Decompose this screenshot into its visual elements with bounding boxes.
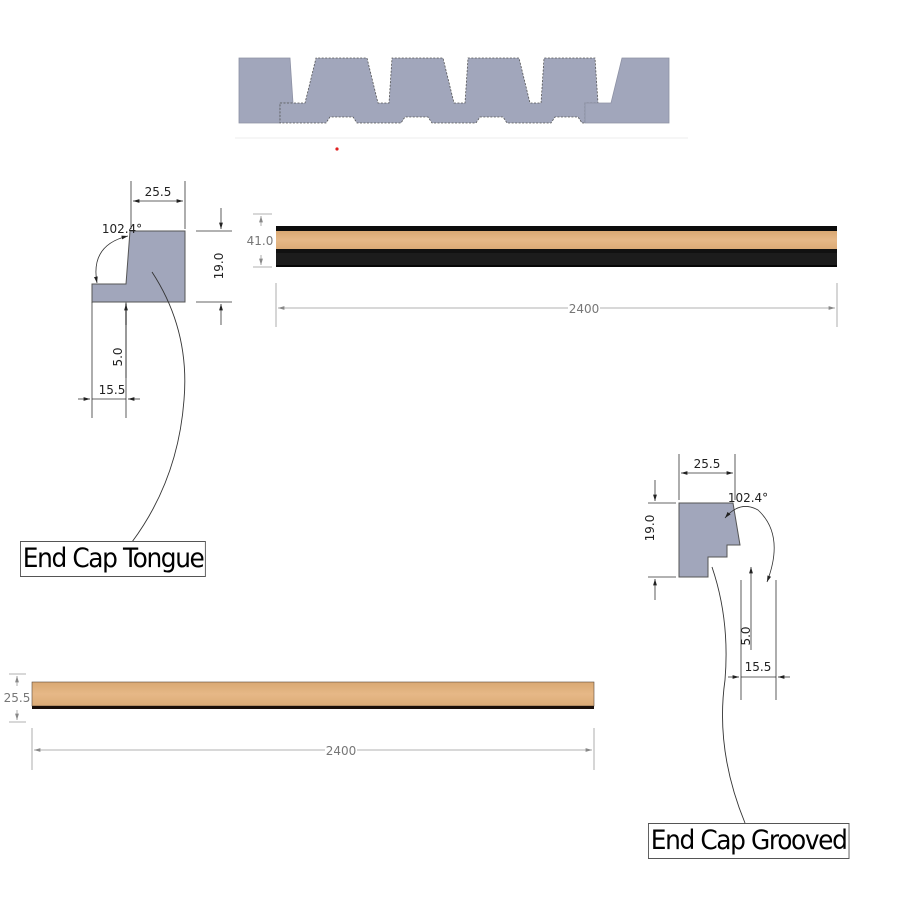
slat-thickness-dim: 25.5 [4, 691, 31, 705]
grooved-leader-line [711, 566, 746, 824]
tongue-angle-dim: 102.4° [102, 222, 142, 236]
groove-offset-dim: 5.0 [739, 626, 753, 645]
tongue-offset-dim: 5.0 [111, 347, 125, 366]
grooved-width-dim: 25.5 [694, 457, 721, 471]
end-cap-grooved-drawing: 25.5 19.0 102.4° 5.0 15.5 [643, 454, 790, 824]
groove-depth-dim: 15.5 [745, 660, 772, 674]
panel-side-view: 41.0 2400 [247, 213, 838, 327]
tongue-leader-line [131, 271, 186, 543]
slat-length-dim: 2400 [326, 744, 357, 758]
panel-thickness-dim: 41.0 [247, 234, 274, 248]
panel-length-dim: 2400 [569, 302, 600, 316]
end-cap-tongue-label: End Cap Tongue [20, 541, 207, 577]
tongue-length-dim: 15.5 [99, 383, 126, 397]
slat-side-view: 25.5 2400 [4, 673, 595, 770]
origin-marker [335, 147, 339, 151]
tongue-height-dim: 19.0 [212, 253, 226, 280]
tongue-width-dim: 25.5 [145, 185, 172, 199]
grooved-angle-dim: 102.4° [728, 491, 768, 505]
end-cap-tongue-drawing: 25.5 19.0 102.4° 5.0 15.5 [78, 181, 232, 543]
grooved-height-dim: 19.0 [643, 515, 657, 542]
end-cap-grooved-label: End Cap Grooved [648, 823, 850, 859]
panel-profile [235, 57, 688, 151]
